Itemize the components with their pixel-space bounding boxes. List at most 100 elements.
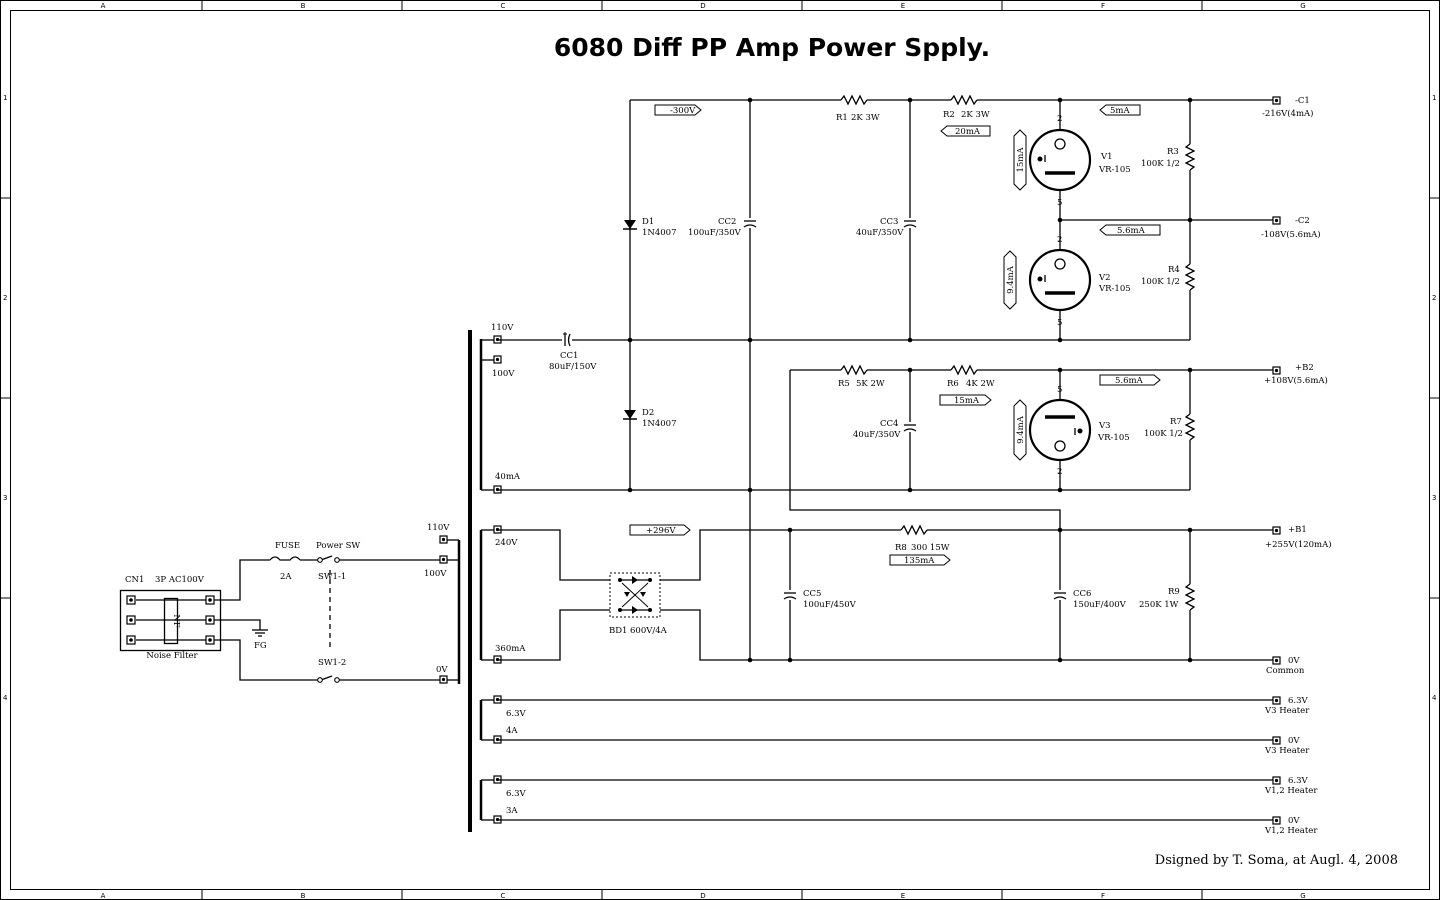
tube-pin: 2 — [1057, 114, 1062, 124]
cc3-label: CC3 — [880, 217, 898, 227]
primary-tap-label: 100V — [424, 569, 447, 579]
r9-value: 250K 1W — [1139, 600, 1179, 610]
r7-label: R7 — [1170, 417, 1182, 427]
primary-tap-label: 110V — [427, 523, 450, 533]
d1-label: D1 — [642, 217, 654, 227]
tag-5-6ma-b2: 5.6mA — [1099, 374, 1161, 386]
r1-value: 2K 3W — [851, 113, 880, 123]
output-name: 0V — [1288, 816, 1300, 826]
d2-value: 1N4007 — [642, 419, 676, 429]
grid-row-label: 2 — [1432, 294, 1436, 302]
noise-filter-label: Noise Filter — [146, 651, 198, 661]
grid-col-label: B — [301, 892, 306, 900]
v2-type: VR-105 — [1098, 284, 1131, 294]
tag-20ma: 20mA — [940, 125, 991, 137]
tag-15ma: 15mA — [939, 394, 992, 406]
r5-resistor — [840, 364, 868, 376]
output-name: -C1 — [1295, 96, 1310, 106]
r9-label: R9 — [1168, 587, 1180, 597]
r6-label: R6 — [947, 379, 959, 389]
sw1-2-label: SW1-2 — [318, 658, 346, 668]
cc1-capacitor — [562, 332, 572, 347]
output-desc: +108V(5.6mA) — [1264, 375, 1328, 386]
r9-resistor — [1184, 583, 1196, 611]
tube-pin: 2 — [1057, 467, 1062, 477]
r1-resistor — [840, 94, 868, 106]
input-wiring — [214, 555, 440, 681]
r8-label: R8 — [895, 543, 907, 553]
r7-resistor — [1184, 413, 1196, 441]
cn1-type: 3P AC100V — [155, 575, 205, 585]
grid-row-label: 1 — [3, 94, 7, 102]
secondary-tap-label: 110V — [491, 323, 514, 333]
grid-col-label: B — [301, 2, 306, 10]
d1-diode — [623, 220, 637, 230]
grid-col-label: A — [101, 2, 106, 10]
v3-tube — [1028, 398, 1092, 462]
v1-tube — [1028, 128, 1092, 192]
v2-label: V2 — [1098, 273, 1111, 283]
tube-pin: 5 — [1057, 385, 1062, 395]
r6-value: 4K 2W — [966, 379, 995, 389]
svg-text:5.6mA: 5.6mA — [1117, 226, 1146, 236]
r4-label: R4 — [1168, 265, 1180, 275]
heater-winding-voltage: 6.3V — [506, 789, 527, 799]
cc3-capacitor — [903, 218, 917, 228]
heater-winding-current: 4A — [506, 726, 518, 736]
fuse-label: FUSE — [275, 541, 300, 551]
r7-value: 100K 1/2 — [1144, 429, 1183, 439]
v2-current-tag: 9.4mA — [1003, 250, 1017, 310]
cc2-value: 100uF/350V — [688, 228, 742, 238]
v1-current-tag: 15mA — [1013, 129, 1027, 191]
r8-resistor — [900, 524, 928, 536]
svg-text:5mA: 5mA — [1110, 106, 1130, 116]
cc5-capacitor — [783, 590, 797, 600]
r2-label: R2 — [943, 110, 955, 120]
svg-text:5.6mA: 5.6mA — [1115, 376, 1144, 386]
tag-5ma: 5mA — [1099, 104, 1141, 116]
tube-pin: 5 — [1057, 318, 1062, 328]
cc3-value: 40uF/350V — [856, 228, 904, 238]
output-desc: V1,2 Heater — [1264, 826, 1318, 836]
heater-wiring — [497, 699, 1276, 821]
heater-winding-voltage: 6.3V — [506, 709, 527, 719]
power-sw-label: Power SW — [316, 541, 360, 551]
svg-text:15mA: 15mA — [954, 396, 980, 406]
output-desc: Common — [1266, 666, 1305, 676]
cc1-value: 80uF/150V — [549, 362, 597, 372]
r4-value: 100K 1/2 — [1141, 277, 1180, 287]
grid-col-label: A — [101, 892, 106, 900]
output-terminals — [1272, 96, 1281, 825]
v3-label: V3 — [1098, 421, 1111, 431]
grid-row-label: 1 — [1432, 94, 1436, 102]
r5-label: R5 — [838, 379, 850, 389]
grid-col-label: E — [901, 892, 905, 900]
secondary-tap-label: 100V — [492, 369, 515, 379]
bd1-label: BD1 — [609, 626, 627, 636]
grid-labels: A B C D E F G A B C D E F G 1 2 3 4 1 2 … — [3, 2, 1437, 900]
v3-current-tag: 9.4mA — [1013, 399, 1027, 461]
output-desc: V1,2 Heater — [1264, 786, 1318, 796]
bd1-value: 600V/4A — [630, 626, 668, 636]
heater-winding-current: 3A — [506, 806, 518, 816]
r3-value: 100K 1/2 — [1141, 159, 1180, 169]
cc2-label: CC2 — [718, 217, 736, 227]
primary-tap-label: 0V — [436, 665, 448, 675]
v2-tube — [1028, 248, 1092, 312]
cc6-label: CC6 — [1073, 589, 1091, 599]
svg-text:15mA: 15mA — [1016, 147, 1026, 173]
cc4-value: 40uF/350V — [853, 430, 901, 440]
grid-row-label: 4 — [3, 694, 8, 702]
power-transformer: 110V 100V 0V 110V 100V 40mA 240V 360mA 6… — [424, 323, 527, 832]
cc5-value: 100uF/450V — [803, 600, 857, 610]
noise-filter: NF CN1 3P AC100V Noise Filter — [119, 575, 222, 661]
grid-col-label: C — [501, 2, 506, 10]
grid-col-label: F — [1101, 2, 1105, 10]
grid-row-label: 2 — [3, 294, 7, 302]
grid-col-label: G — [1300, 892, 1305, 900]
secondary-current-label: 360mA — [495, 644, 526, 654]
output-name: 6.3V — [1288, 776, 1309, 786]
designer-credit: Dsigned by T. Soma, at Augl. 4, 2008 — [1155, 853, 1398, 868]
r6-resistor — [950, 364, 978, 376]
